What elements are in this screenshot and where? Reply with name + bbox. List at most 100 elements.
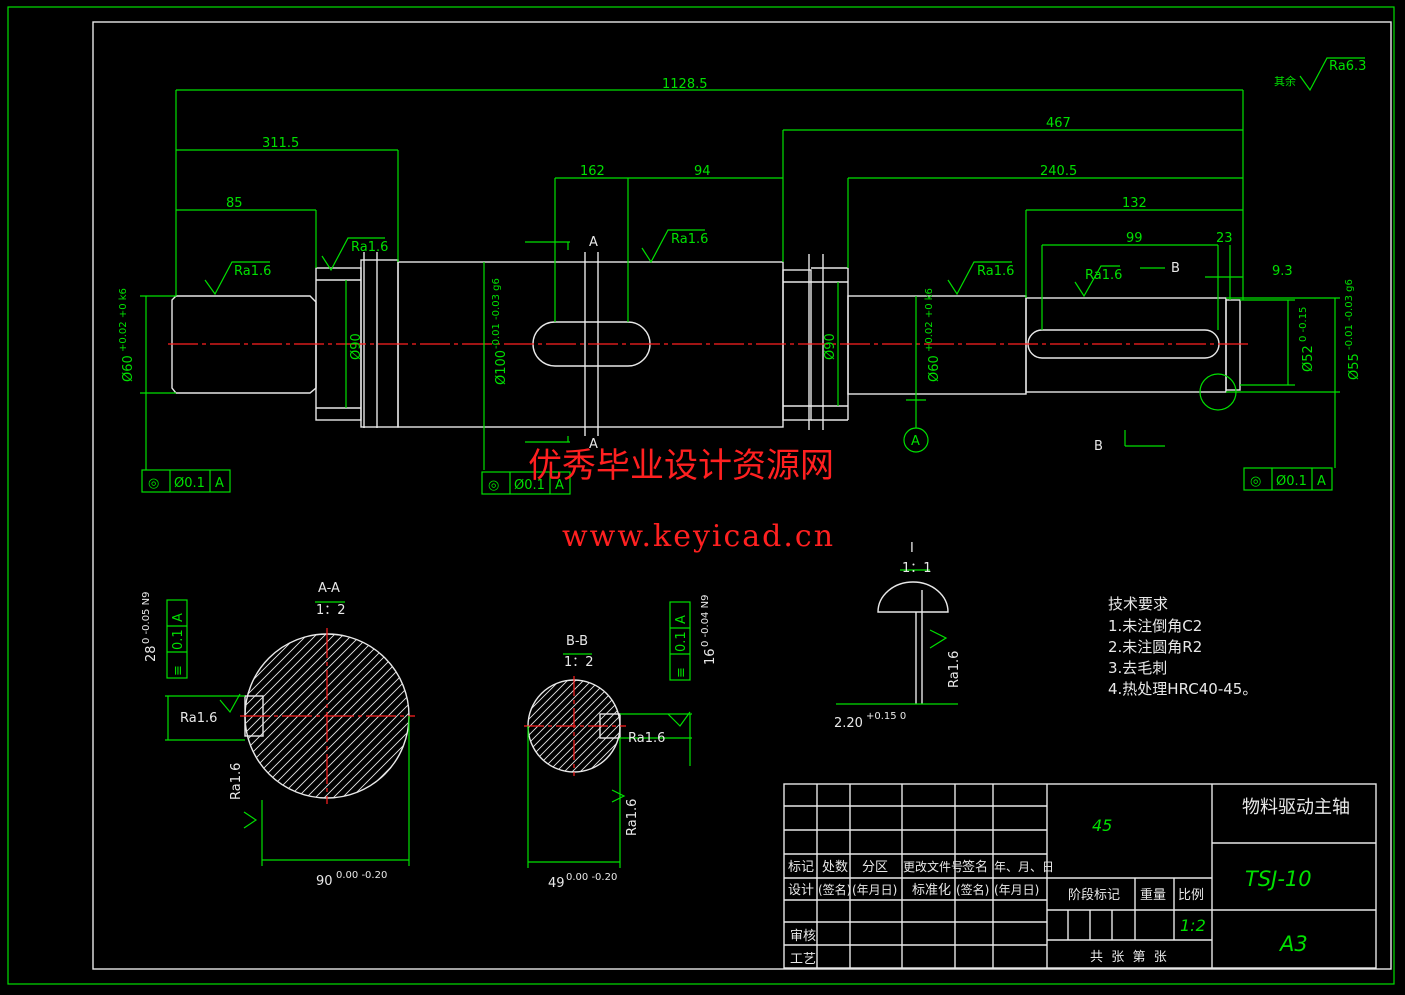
- detail-dim: 2.20: [834, 716, 863, 731]
- tech-item-1: 1.未注倒角C2: [1108, 617, 1202, 635]
- watermark-line2: www.keyicad.cn: [562, 519, 835, 554]
- tb-r2-c4: 标准化: [912, 883, 951, 898]
- bb-rough2: Ra1.6: [625, 799, 640, 836]
- bb-frame-val: 0.1: [674, 631, 689, 652]
- aa-title: A-A: [318, 581, 340, 596]
- dim-dia55-tol: -0.01 -0.03 g6: [1344, 279, 1355, 350]
- title-block: [783, 783, 1377, 969]
- tb-weight-label: 重量: [1140, 887, 1166, 903]
- dim-dia60-left-tol: +0.02 +0 k6: [118, 288, 129, 352]
- datum-label: A: [911, 434, 920, 449]
- roughness-symbols: [204, 57, 1365, 298]
- tech-item-4: 4.热处理HRC40-45。: [1108, 680, 1257, 698]
- dim-dia55: Ø55: [1347, 353, 1362, 380]
- dim-dia60-right-tol: +0.02 +0 k6: [924, 288, 935, 352]
- section-b-top: B: [1171, 261, 1180, 276]
- dim-dia52-tol: 0 -0.15: [1298, 307, 1309, 342]
- tb-r1-c2: 处数: [822, 860, 848, 875]
- inner-border: [92, 21, 1392, 970]
- detail-title: I: [910, 541, 914, 556]
- detail-dim-tol: +0.15 0: [866, 711, 906, 722]
- rough-rest-label: 其余: [1274, 74, 1296, 88]
- dim-dia100-tol: -0.01 -0.03 g6: [491, 278, 502, 349]
- aa-width-tol: 0.00 -0.20: [336, 870, 387, 881]
- dim-162: 162: [580, 164, 605, 179]
- tb-part-name: 物料驱动主轴: [1242, 797, 1350, 818]
- tolerance-frame-middle: ◎ Ø0.1 A: [481, 471, 571, 495]
- aa-rough1: Ra1.6: [180, 711, 217, 726]
- bb-key: 16: [703, 648, 718, 665]
- dim-9: 9.3: [1272, 264, 1293, 279]
- aa-frame-sym: ≡: [171, 665, 186, 676]
- svg-text:A: A: [555, 478, 564, 493]
- shaft-outline: [171, 252, 1241, 436]
- dim-23: 23: [1216, 231, 1233, 246]
- tb-review: 审核: [790, 929, 816, 944]
- section-a-top: A: [589, 235, 598, 250]
- section-a-bottom: A: [589, 437, 598, 452]
- rough-2: Ra1.6: [351, 240, 388, 255]
- bb-frame-ref: A: [674, 615, 689, 624]
- tb-r2-c3: (年月日): [852, 883, 897, 897]
- tb-r1-c3: 分区: [862, 860, 888, 875]
- rough-4: Ra1.6: [977, 264, 1014, 279]
- aa-rough2: Ra1.6: [229, 763, 244, 800]
- aa-scale: 1：2: [316, 603, 346, 618]
- tolerance-frame-right: ◎ Ø0.1 A: [1243, 467, 1333, 491]
- rough-rest-value: Ra6.3: [1329, 59, 1366, 74]
- dim-dia100: Ø100: [494, 350, 509, 385]
- outer-border: [7, 6, 1395, 985]
- dim-dia60-right: Ø60: [927, 355, 942, 382]
- detail-scale: 1：1: [902, 561, 932, 576]
- tech-item-2: 2.未注圆角R2: [1108, 638, 1202, 656]
- tb-process: 工艺: [790, 952, 816, 967]
- tech-item-3: 3.去毛刺: [1108, 659, 1167, 677]
- dim-240: 240.5: [1040, 164, 1077, 179]
- dim-dia90-right: Ø90: [823, 333, 838, 360]
- aa-key-tol: 0 -0.05 N9: [141, 592, 152, 644]
- dim-overall: 1128.5: [662, 77, 708, 92]
- tb-r2-c6: (年月日): [994, 883, 1039, 897]
- rough-1: Ra1.6: [234, 264, 271, 279]
- dim-311: 311.5: [262, 136, 299, 151]
- tb-r1-c4: 更改文件号: [903, 859, 963, 874]
- bb-width-tol: 0.00 -0.20: [566, 872, 617, 883]
- tb-r1-c6: 年、月、日: [994, 860, 1054, 874]
- tb-drawing-no: TSJ-10: [1245, 867, 1312, 891]
- dim-dia52: Ø52: [1301, 345, 1316, 372]
- dim-85: 85: [226, 196, 243, 211]
- bb-frame-sym: ≡: [674, 667, 689, 678]
- dim-99: 99: [1126, 231, 1143, 246]
- bb-key-tol: 0 -0.04 N9: [700, 595, 711, 647]
- dim-94: 94: [694, 164, 711, 179]
- tb-scale-label: 比例: [1178, 888, 1204, 903]
- tb-sheets: 共 张 第 张: [1090, 950, 1167, 965]
- rough-3: Ra1.6: [671, 232, 708, 247]
- aa-width: 90: [316, 874, 333, 889]
- dimension-lines: [140, 89, 1340, 470]
- section-bb: [524, 601, 692, 868]
- dim-dia60-left: Ø60: [121, 355, 136, 382]
- tolerance-frame-left: ◎ Ø0.1 A: [141, 469, 231, 493]
- svg-text:◎: ◎: [148, 476, 159, 491]
- detail-rough: Ra1.6: [947, 651, 962, 688]
- svg-text:A: A: [1317, 474, 1326, 489]
- tb-r2-c5: (签名): [956, 882, 989, 897]
- svg-text:A: A: [215, 476, 224, 491]
- aa-frame-ref: A: [171, 613, 186, 622]
- bb-width: 49: [548, 876, 565, 891]
- tb-scale-value: 1:2: [1180, 916, 1206, 935]
- tb-r2-c2: (签名): [818, 882, 851, 897]
- bb-title: B-B: [566, 634, 588, 649]
- bb-rough1: Ra1.6: [628, 731, 665, 746]
- rough-5: Ra1.6: [1085, 268, 1122, 283]
- tb-r1-c1: 标记: [788, 860, 814, 875]
- tb-stage-label: 阶段标记: [1068, 888, 1120, 903]
- tb-sheet-size: A3: [1278, 932, 1308, 956]
- section-b-bottom: B: [1094, 439, 1103, 454]
- svg-text:Ø0.1: Ø0.1: [174, 476, 205, 491]
- tech-heading: 技术要求: [1108, 595, 1168, 613]
- tb-material: 45: [1092, 816, 1112, 835]
- dim-467: 467: [1046, 116, 1071, 131]
- datum-circle: [903, 427, 929, 453]
